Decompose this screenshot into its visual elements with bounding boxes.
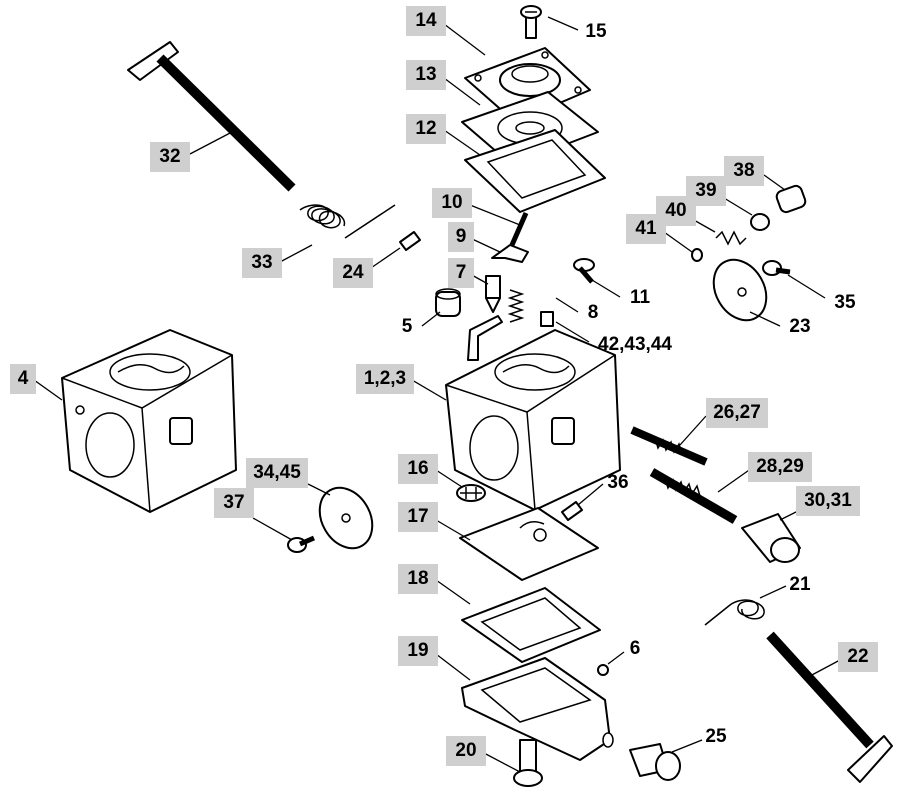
part-lever-9 [491,244,529,263]
callout-39: 39 [686,176,726,206]
part-spring-8 [507,289,525,323]
part-screw-25 [629,743,681,781]
part-cap-3031 [741,513,801,563]
part-needle-7 [485,275,501,313]
part-screen-16 [456,484,486,502]
part-body-123 [445,315,621,511]
callout-38: 38 [724,156,764,186]
callout-20: 20 [446,736,486,766]
callout-40: 40 [656,196,696,226]
callout-18: 18 [398,564,438,594]
callout-1-2-3: 1,2,3 [356,364,414,394]
part-valve-41 [691,248,703,262]
part-gasket-17 [459,507,599,581]
callout-41: 41 [626,214,666,244]
callout-30-31: 30,31 [796,486,860,516]
callout-26-27: 26,27 [706,398,768,428]
callout-32: 32 [150,142,190,172]
part-plug-424344 [540,311,554,327]
part-disc-23 [712,258,768,322]
part-gasket-12 [464,129,606,213]
callout-9: 9 [448,222,474,252]
callout-4: 4 [10,364,36,394]
part-screw-2627 [630,426,708,466]
part-ball-6 [597,664,609,676]
part-shaft-22 [766,631,893,783]
part-screw-37 [287,535,315,553]
part-body-4 [61,329,237,513]
part-spring-21 [704,599,765,626]
callout-25: 25 [705,726,727,747]
part-fitting-38 [775,184,807,214]
leader-lines [33,16,841,773]
part-spring-33 [299,204,396,239]
callout-23: 23 [789,316,811,337]
callout-8: 8 [587,302,599,323]
part-screw-11 [573,258,595,284]
part-screw-2829 [649,468,738,524]
callout-5: 5 [401,316,413,337]
callout-11: 11 [629,287,651,308]
part-screw-35 [762,260,791,276]
part-spring-40 [715,230,747,246]
callout-19: 19 [398,636,438,666]
part-pin-10 [509,211,529,247]
callout-17: 17 [398,502,438,532]
part-cover-19 [461,657,614,761]
callout-42-43-44: 42,43,44 [598,334,672,355]
callout-21: 21 [789,574,811,595]
part-gasket-18 [461,587,601,663]
callout-28-29: 28,29 [748,452,812,482]
callout-15: 15 [585,21,607,42]
part-disc-3445 [318,486,374,550]
callout-13: 13 [406,60,446,90]
callout-37: 37 [214,488,254,518]
callout-33: 33 [242,248,282,278]
part-cap-5 [435,288,461,317]
part-screw-15 [520,5,542,39]
callout-35: 35 [834,292,856,313]
callout-22: 22 [838,642,878,672]
part-shaft-32 [127,41,296,192]
callout-36: 36 [607,472,629,493]
callout-24: 24 [333,258,373,288]
part-clip-36 [561,501,583,521]
callout-6: 6 [629,638,641,659]
callout-10: 10 [432,188,472,218]
callout-34-45: 34,45 [246,458,308,488]
callout-7: 7 [448,258,474,288]
callout-14: 14 [406,6,446,36]
part-clip-24 [399,231,421,251]
part-oring-39 [750,213,770,231]
callout-16: 16 [398,454,438,484]
part-screw-20 [513,739,543,787]
callout-12: 12 [406,114,446,144]
